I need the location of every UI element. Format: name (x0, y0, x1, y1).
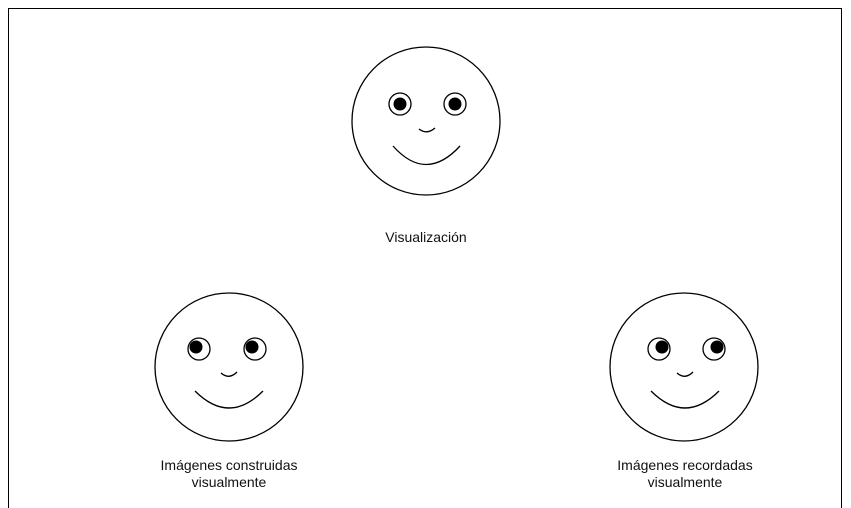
face-outline (154, 292, 304, 442)
face-imagenes-construidas (154, 292, 304, 442)
nose (418, 127, 436, 133)
face-outline (351, 46, 501, 196)
left-eye-pupil (655, 340, 669, 354)
right-eye-pupil (710, 340, 724, 354)
right-eye-pupil (448, 97, 462, 111)
mouth (392, 145, 461, 166)
diagram-frame (8, 8, 842, 508)
left-eye-pupil (393, 97, 407, 111)
face-outline (609, 292, 759, 442)
nose (220, 371, 238, 377)
mouth (650, 390, 720, 409)
left-eye-pupil (189, 340, 203, 354)
caption-imagenes-construidas: Imágenes construidas visualmente (160, 457, 298, 490)
caption-imagenes-recordadas: Imágenes recordadas visualmente (617, 457, 753, 490)
right-eye-pupil (245, 340, 259, 354)
face-imagenes-recordadas (609, 292, 759, 442)
nose (676, 371, 694, 377)
mouth (194, 390, 264, 409)
face-visualizacion (351, 46, 501, 196)
caption-visualizacion: Visualización (385, 229, 467, 245)
